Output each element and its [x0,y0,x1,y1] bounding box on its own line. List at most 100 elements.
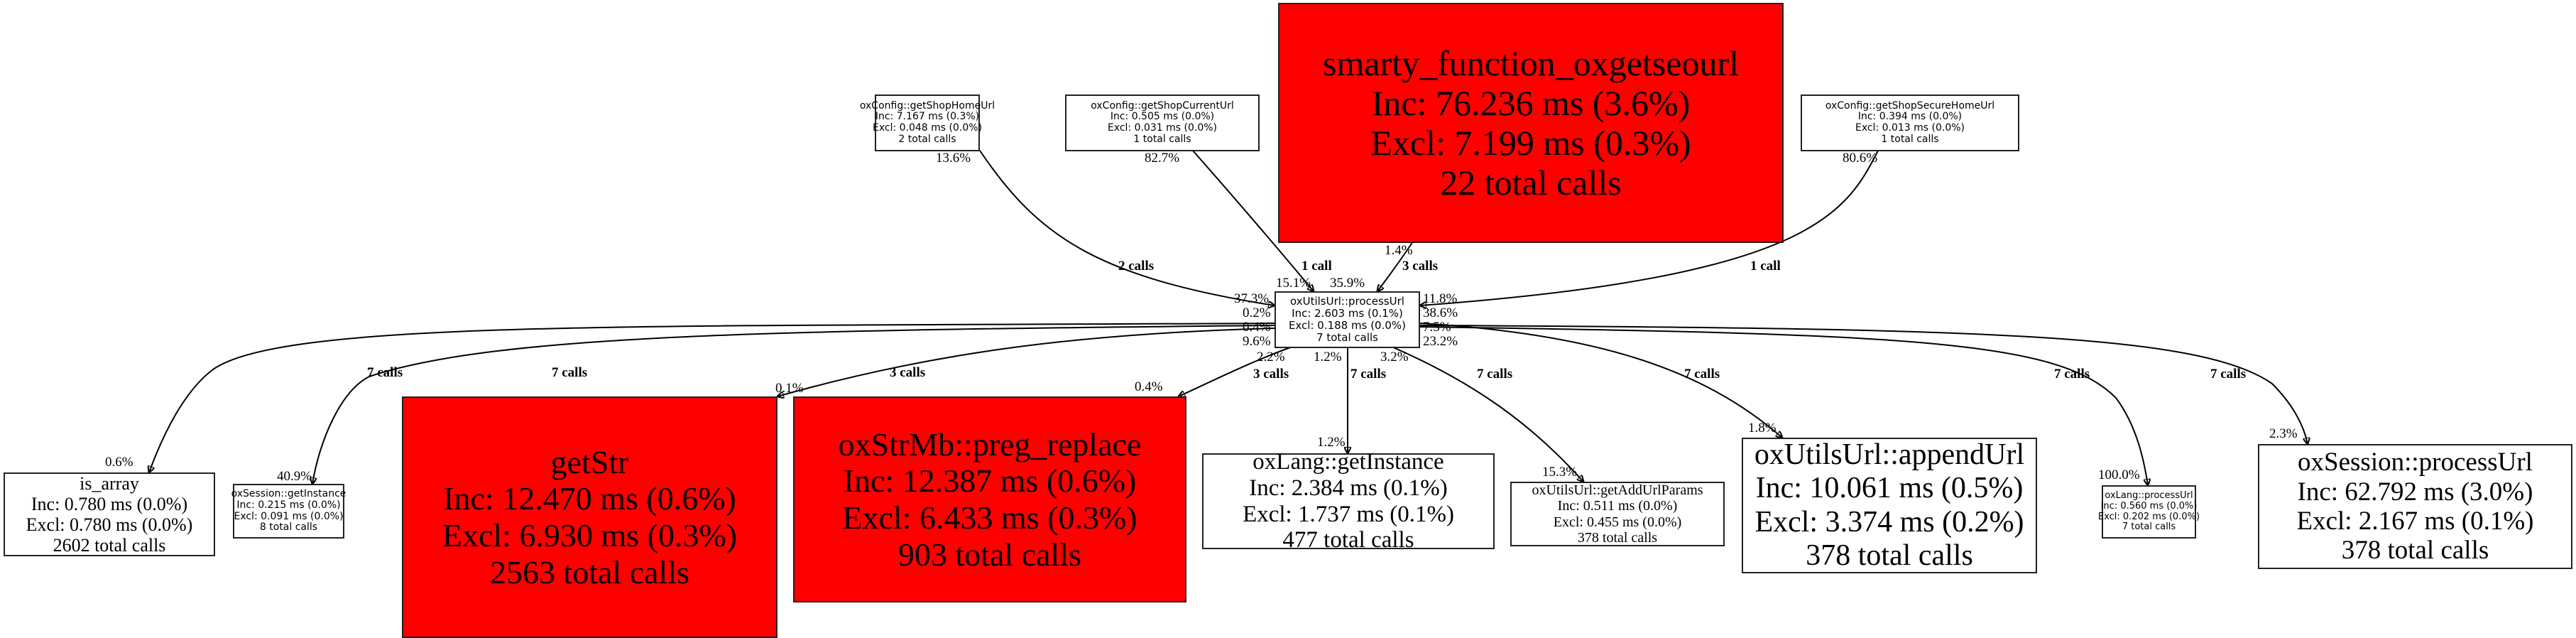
edge-shop-home-to-processurl [979,150,1275,306]
inclusive-time: Inc: 0.215 ms (0.0%) [236,499,341,511]
exclusive-time: Excl: 3.374 ms (0.2%) [1754,505,2024,539]
edge-label-tail: 80.6% [1843,151,1877,166]
exclusive-time: Excl: 0.455 ms (0.0%) [1553,514,1682,530]
node-oxconfig-getshophomeurl[interactable]: oxConfig::getShopHomeUrl Inc: 7.167 ms (… [860,94,995,151]
node-oxutilsurl-appendurl[interactable]: oxUtilsUrl::appendUrl Inc: 10.061 ms (0.… [1742,438,2037,573]
function-name: smarty_function_oxgetseourl [1323,43,1739,83]
edge-processurl-to-getstr [777,328,1275,396]
edge-label-calls: 3 calls [1253,367,1289,382]
exclusive-time: Excl: 6.433 ms (0.3%) [842,499,1137,536]
function-name: oxConfig::getShopSecureHomeUrl [1825,99,1995,112]
function-name: oxLang::processUrl [2105,490,2193,502]
function-name: oxSession::processUrl [2298,448,2533,477]
node-oxlang-processurl[interactable]: oxLang::processUrl Inc: 0.560 ms (0.0%) … [2098,485,2200,539]
node-oxutilsurl-getaddurlparams[interactable]: oxUtilsUrl::getAddUrlParams Inc: 0.511 m… [1510,482,1725,546]
edge-processurl-to-appendurl [1419,323,1782,438]
exclusive-time: Excl: 0.013 ms (0.0%) [1855,122,1965,134]
exclusive-time: Excl: 6.930 ms (0.3%) [442,517,738,553]
edge-processurl-to-preg-replace [1179,346,1293,396]
edge-label-calls: 3 calls [890,365,925,380]
inclusive-time: Inc: 0.780 ms (0.0%) [31,493,188,514]
node-oxconfig-getshopcurrenturl[interactable]: oxConfig::getShopCurrentUrl Inc: 0.505 m… [1065,94,1260,151]
inclusive-time: Inc: 7.167 ms (0.3%) [875,111,980,123]
inclusive-time: Inc: 0.505 ms (0.0%) [1110,111,1215,123]
exclusive-time: Excl: 0.780 ms (0.0%) [26,514,193,535]
edge-label-tail: 82.7% [1145,151,1179,166]
exclusive-time: Excl: 7.199 ms (0.3%) [1370,123,1691,163]
function-name: oxStrMb::preg_replace [838,426,1142,463]
edge-processurl-to-session-getinstance [312,325,1275,484]
edge-label-calls: 7 calls [1684,367,1720,382]
edge-processurl-to-getaddurlparams [1391,346,1583,482]
total-calls: 2602 total calls [53,535,166,556]
inclusive-time: Inc: 12.387 ms (0.6%) [843,463,1137,499]
node-smarty-function-oxgetseourl[interactable]: smarty_function_oxgetseourl Inc: 76.236 … [1278,3,1784,243]
node-oxsession-getinstance[interactable]: oxSession::getInstance Inc: 0.215 ms (0.… [231,484,346,539]
total-calls: 1 total calls [1881,133,1939,145]
edge-label-head: 37.3% [1234,291,1269,306]
total-calls: 2563 total calls [489,553,690,590]
edge-label-tail: 9.6% [1243,334,1271,349]
total-calls: 378 total calls [1806,539,1973,572]
inclusive-time: Inc: 0.394 ms (0.0%) [1857,111,1963,123]
node-is-array[interactable]: is_array Inc: 0.780 ms (0.0%) Excl: 0.78… [4,472,215,556]
function-name: oxUtilsUrl::processUrl [1290,295,1404,308]
edge-label-head: 2.3% [2269,426,2298,441]
edge-label-calls: 1 call [1301,259,1332,274]
edge-label-tail: 13.6% [936,151,971,166]
edge-label-calls: 7 calls [552,365,587,380]
node-oxconfig-getshopsecurehomeurl[interactable]: oxConfig::getShopSecureHomeUrl Inc: 0.39… [1801,94,2019,151]
edge-label-head: 35.9% [1330,276,1365,291]
node-oxstrmb-preg-replace[interactable]: oxStrMb::preg_replace Inc: 12.387 ms (0.… [793,396,1186,602]
node-getstr[interactable]: getStr Inc: 12.470 ms (0.6%) Excl: 6.930… [402,396,777,638]
function-name: is_array [80,472,139,494]
edge-label-tail: 0.4% [1243,320,1271,335]
exclusive-time: Excl: 0.188 ms (0.0%) [1288,319,1407,332]
exclusive-time: Excl: 1.737 ms (0.1%) [1243,501,1454,527]
function-name: oxConfig::getShopCurrentUrl [1091,99,1234,112]
inclusive-time: Inc: 0.560 ms (0.0%) [2100,500,2198,512]
edge-label-head: 40.9% [277,469,312,484]
exclusive-time: Excl: 2.167 ms (0.1%) [2296,507,2534,536]
function-name: oxSession::getInstance [231,488,346,500]
edge-label-head: 15.1% [1276,276,1311,291]
edge-label-tail: 23.2% [1423,334,1458,349]
edge-label-head: 15.3% [1542,465,1577,480]
edge-label-tail: 3.2% [1380,350,1409,364]
edge-label-calls: 2 calls [1118,259,1154,274]
edge-label-head: 100.0% [2098,467,2140,482]
edge-label-tail: 0.2% [1243,306,1271,320]
total-calls: 8 total calls [259,521,318,534]
node-oxutilsurl-processurl[interactable]: oxUtilsUrl::processUrl Inc: 2.603 ms (0.… [1275,291,1420,348]
total-calls: 7 total calls [2122,521,2176,533]
edge-label-tail: 7.5% [1423,320,1451,335]
exclusive-time: Excl: 0.031 ms (0.0%) [1107,122,1218,134]
total-calls: 7 total calls [1316,330,1378,344]
edge-label-calls: 3 calls [1402,259,1438,274]
node-oxlang-getinstance[interactable]: oxLang::getInstance Inc: 2.384 ms (0.1%)… [1202,449,1495,553]
inclusive-time: Inc: 12.470 ms (0.6%) [443,480,736,517]
exclusive-time: Excl: 0.048 ms (0.0%) [872,122,983,134]
edge-shop-current-to-processurl [1192,150,1314,291]
function-name: oxUtilsUrl::appendUrl [1754,438,2025,472]
edge-label-head: 1.8% [1748,421,1777,436]
inclusive-time: Inc: 0.511 ms (0.0%) [1557,498,1678,514]
inclusive-time: Inc: 76.236 ms (3.6%) [1371,83,1691,123]
edge-label-head: 1.2% [1317,435,1346,450]
total-calls: 378 total calls [2341,536,2489,566]
edge-label-calls: 7 calls [1477,367,1512,382]
edge-label-calls: 7 calls [367,365,403,380]
edge-label-calls: 7 calls [1350,367,1386,382]
edge-smarty-to-processurl [1377,241,1414,291]
edge-processurl-to-session-processurl [1419,325,2308,444]
edge-processurl-to-lang-processurl [1419,326,2148,485]
edge-label-head: 0.6% [105,455,133,470]
edge-label-tail: 1.2% [1314,350,1342,364]
function-name: oxConfig::getShopHomeUrl [859,99,995,112]
edge-label-head: 0.1% [775,381,804,396]
total-calls: 1 total calls [1133,133,1191,145]
node-oxsession-processurl[interactable]: oxSession::processUrl Inc: 62.792 ms (3.… [2258,444,2572,569]
inclusive-time: Inc: 10.061 ms (0.5%) [1755,472,2024,505]
edge-label-tail: 1.4% [1385,243,1413,258]
